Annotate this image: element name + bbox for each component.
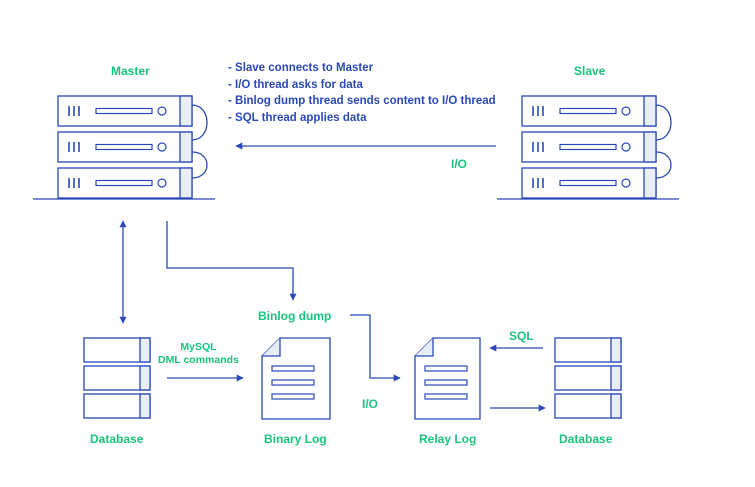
- replication-steps-list: - Slave connects to Master - I/O thread …: [228, 60, 496, 126]
- replication-step: - Slave connects to Master: [228, 62, 374, 74]
- master-label: Master: [111, 64, 150, 78]
- database-left-icon: [83, 337, 151, 419]
- database-right-icon: [554, 337, 622, 419]
- sql-label: SQL: [509, 329, 534, 343]
- binary-log-label: Binary Log: [264, 432, 327, 446]
- replication-step: - I/O thread asks for data: [228, 78, 363, 91]
- mysql-dml-line2: DML commands: [158, 354, 239, 366]
- binlog-dump-arrow: [166, 221, 297, 301]
- io-request-label: I/O: [451, 157, 468, 171]
- replication-step: - SQL thread applies data: [228, 111, 367, 124]
- binary-log-document-icon: [261, 337, 331, 420]
- slave-server-icon: [497, 95, 679, 200]
- mysql-dml-label: MySQL DML commands: [158, 341, 239, 367]
- replication-step: - Binlog dump thread sends content to I/…: [228, 95, 496, 107]
- database-left-label: Database: [90, 432, 144, 446]
- io-transfer-arrow: [350, 314, 401, 382]
- mysql-dml-line1: MySQL: [180, 341, 217, 353]
- io-transfer-label: I/O: [362, 397, 379, 411]
- relay-log-label: Relay Log: [419, 432, 477, 446]
- relay-log-document-icon: [414, 337, 481, 420]
- binlog-dump-label: Binlog dump: [258, 309, 332, 323]
- slave-label: Slave: [574, 64, 606, 78]
- master-server-icon: [33, 95, 215, 200]
- database-right-label: Database: [559, 432, 613, 446]
